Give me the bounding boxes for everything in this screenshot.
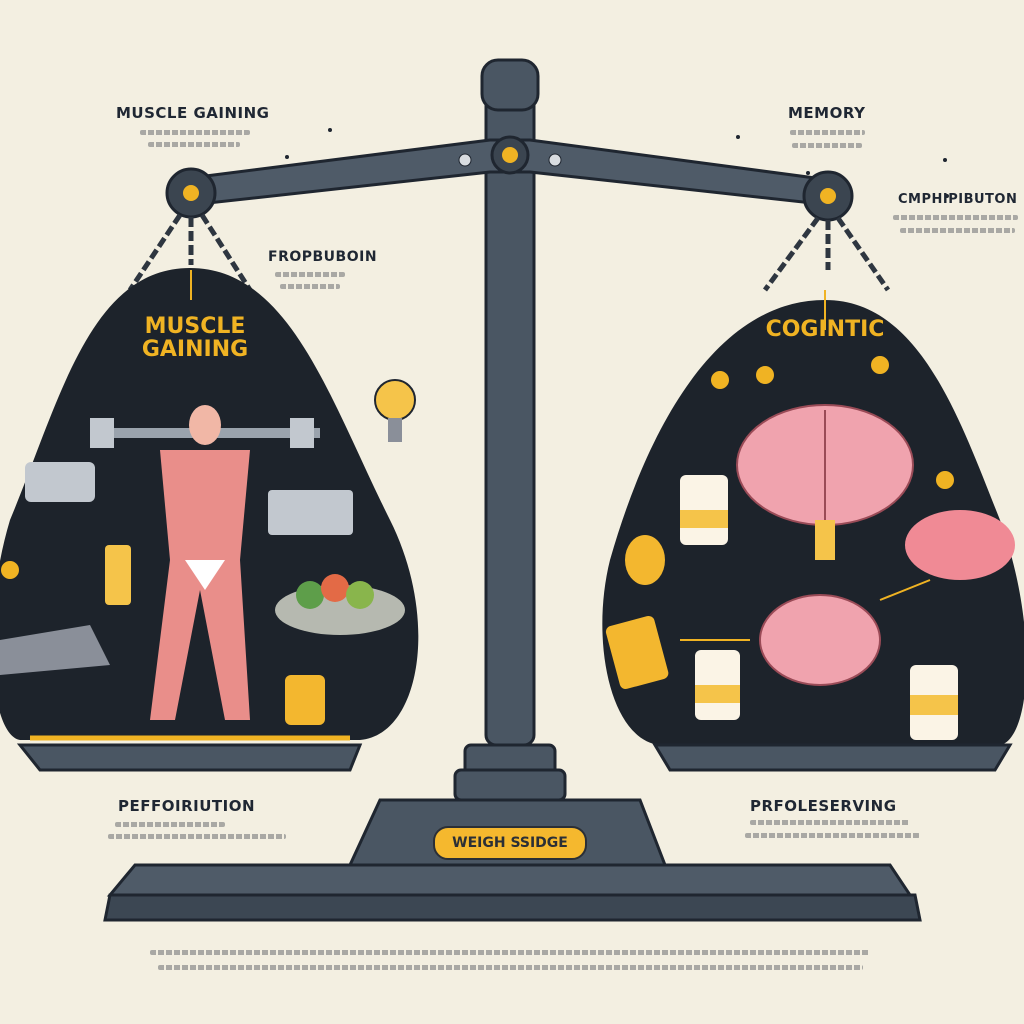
- right-pan-title: COGINTIC: [765, 317, 885, 342]
- lightbulb-icon: [374, 379, 416, 421]
- pivot-bolt: [502, 147, 518, 163]
- label-cmphipibuton: CMPHIPIBUTON: [898, 192, 1018, 207]
- brain-illustration: [605, 404, 1015, 740]
- left-pan-plate: [16, 743, 363, 772]
- connector-arrows: [1, 270, 954, 641]
- label-muscle-gaining: MUSCLE GAINING: [116, 104, 270, 122]
- scale-top-knob: [480, 58, 540, 112]
- label-peffoiriution: PEFFOIRIUTION: [118, 797, 255, 815]
- scale-pillar: [484, 93, 536, 747]
- right-pan-plate: [652, 743, 1013, 772]
- scale-platform: [103, 893, 922, 922]
- label-prfoleserving: PRFOLESERVING: [750, 797, 897, 815]
- weigh-sides-badge: WEIGH SSIDGE: [433, 826, 587, 860]
- chains: [127, 213, 891, 292]
- label-memory: MEMORY: [788, 104, 866, 122]
- left-pan-title: MUSCLE GAINING: [141, 314, 249, 363]
- label-fropbuboin: FROPBUBOIN: [268, 249, 378, 265]
- weightlifter-illustration: [0, 405, 405, 725]
